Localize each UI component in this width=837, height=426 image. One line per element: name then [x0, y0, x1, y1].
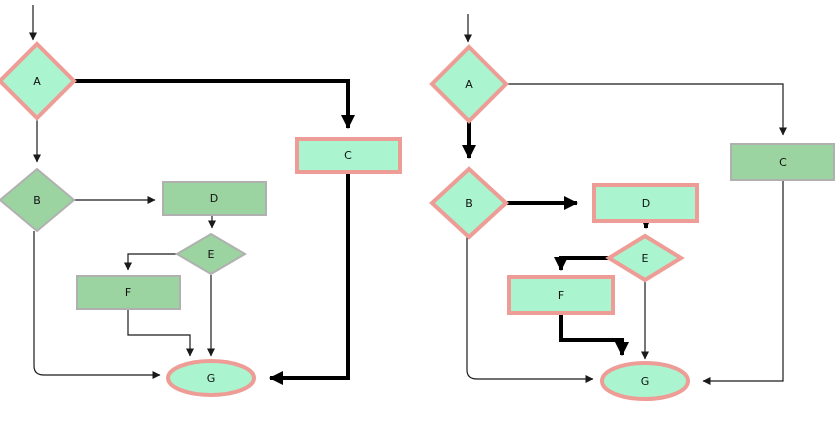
- node-C-label: C: [779, 156, 787, 169]
- node-G-label: G: [207, 372, 216, 385]
- right-nodes: A B C D E: [429, 44, 835, 401]
- node-C[interactable]: C: [730, 143, 835, 181]
- edge-E-to-F: [554, 256, 609, 271]
- edge-B-to-G: [33, 231, 161, 379]
- node-A-label: A: [465, 78, 473, 91]
- right-flowchart: A B C D E: [417, 0, 837, 426]
- node-G[interactable]: G: [166, 359, 256, 397]
- right-flowchart-svg: A B C D E: [429, 14, 835, 401]
- node-B-label: B: [465, 197, 473, 210]
- node-B[interactable]: B: [0, 167, 76, 233]
- node-A-label: A: [33, 75, 41, 88]
- right-edges: [462, 14, 787, 385]
- node-D-label: D: [210, 192, 218, 205]
- node-C[interactable]: C: [295, 137, 402, 174]
- node-D[interactable]: D: [162, 181, 267, 216]
- node-B-label: B: [33, 194, 41, 207]
- node-E-label: E: [208, 248, 215, 261]
- edge-A-to-C: [506, 83, 787, 136]
- node-G-label: G: [641, 375, 650, 388]
- node-F-label: F: [558, 289, 564, 302]
- edge-F-to-G: [559, 313, 629, 356]
- node-C-label: C: [344, 149, 352, 162]
- node-E[interactable]: E: [175, 232, 247, 276]
- node-D[interactable]: D: [592, 183, 699, 223]
- left-flowchart-svg: A B C D E: [0, 5, 402, 397]
- left-flowchart: A B C D E: [0, 5, 402, 397]
- node-F-label: F: [125, 286, 131, 299]
- edge-E-to-F: [124, 253, 177, 271]
- node-F[interactable]: F: [76, 275, 181, 310]
- left-edges: [29, 5, 355, 385]
- node-E[interactable]: E: [605, 233, 685, 283]
- node-A[interactable]: A: [0, 41, 77, 121]
- edge-A-to-C: [74, 79, 355, 129]
- node-F[interactable]: F: [507, 275, 615, 315]
- edge-C-to-G: [702, 180, 784, 385]
- left-nodes: A B C D E: [0, 41, 402, 397]
- edge-B-to-G: [466, 237, 594, 383]
- node-D-label: D: [642, 197, 650, 210]
- node-A[interactable]: A: [429, 44, 509, 124]
- node-G[interactable]: G: [600, 361, 690, 401]
- edge-F-to-G: [127, 309, 194, 357]
- node-B[interactable]: B: [429, 166, 509, 240]
- node-E-label: E: [642, 252, 649, 265]
- edge-C-to-G: [269, 172, 350, 385]
